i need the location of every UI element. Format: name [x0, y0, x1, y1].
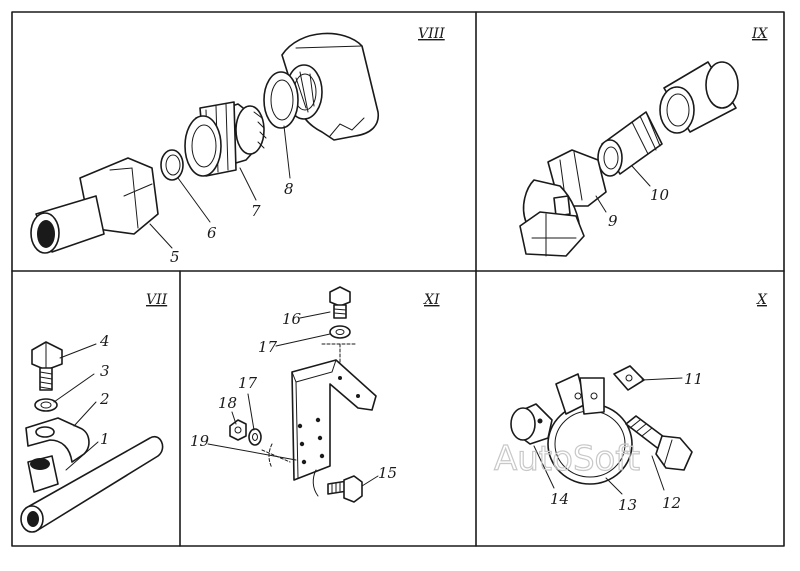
section-label-xi: XI [423, 292, 440, 308]
callout-13: 13 [618, 496, 637, 514]
callout-12: 12 [662, 494, 681, 512]
panel-xi: XI 16 17 17 18 19 15 [190, 286, 440, 503]
union-nut-5 [30, 157, 159, 254]
clamp-2 [25, 417, 90, 463]
clamp-ring-13 [547, 373, 633, 485]
callout-4: 4 [99, 332, 110, 350]
section-label-viii: VIII [418, 26, 445, 42]
washer-3 [34, 398, 58, 412]
bolt-16 [329, 286, 351, 319]
bolt-4 [31, 341, 63, 391]
plate-11 [613, 365, 645, 391]
bolt-12 [625, 415, 693, 471]
panel-x: X 11 12 13 14 [510, 292, 768, 514]
sleeve [659, 61, 739, 134]
section-label-vii: VII [146, 292, 168, 308]
callout-11: 11 [684, 370, 703, 388]
washer-17-top [329, 325, 351, 339]
bolt-15 [312, 469, 363, 503]
gasket-8 [263, 71, 299, 129]
panel-viii: VIII 5 6 7 8 [30, 26, 445, 266]
union-nipple-7 [184, 101, 267, 177]
washer-17-side [248, 428, 262, 446]
callout-6: 6 [207, 224, 217, 242]
watermark: AutoSoft [494, 439, 640, 479]
nut-18 [229, 419, 247, 441]
callout-8: 8 [284, 180, 294, 198]
callout-3: 3 [100, 362, 110, 380]
leaders-ix [595, 165, 651, 213]
section-label-ix: IX [751, 26, 769, 42]
panel-frame [11, 11, 785, 547]
leaders-x [533, 377, 683, 495]
callout-1: 1 [100, 430, 110, 448]
callout-15: 15 [378, 464, 397, 482]
bracket [291, 359, 377, 481]
callout-17-top: 17 [258, 338, 278, 356]
callout-18: 18 [218, 394, 237, 412]
pipe-1 [20, 435, 164, 533]
panel-ix: IX 10 9 [519, 26, 769, 257]
callout-16: 16 [282, 310, 302, 328]
callout-7: 7 [251, 202, 261, 220]
callout-2: 2 [99, 390, 110, 408]
leaders-vii [53, 343, 99, 471]
nipple-10 [597, 111, 663, 177]
callout-10: 10 [650, 186, 670, 204]
leaders-xi [207, 311, 379, 487]
ring-6 [160, 149, 184, 181]
callout-14: 14 [550, 490, 569, 508]
callout-19: 19 [190, 432, 210, 450]
panel-vii: VII 4 3 2 1 [20, 292, 168, 533]
callout-17-side: 17 [238, 374, 258, 392]
callout-9: 9 [608, 212, 618, 230]
spacer-14 [510, 403, 553, 445]
callout-5: 5 [170, 248, 180, 266]
elbow-9 [519, 149, 607, 257]
section-label-x: X [756, 292, 768, 308]
leaders-viii [149, 125, 291, 249]
